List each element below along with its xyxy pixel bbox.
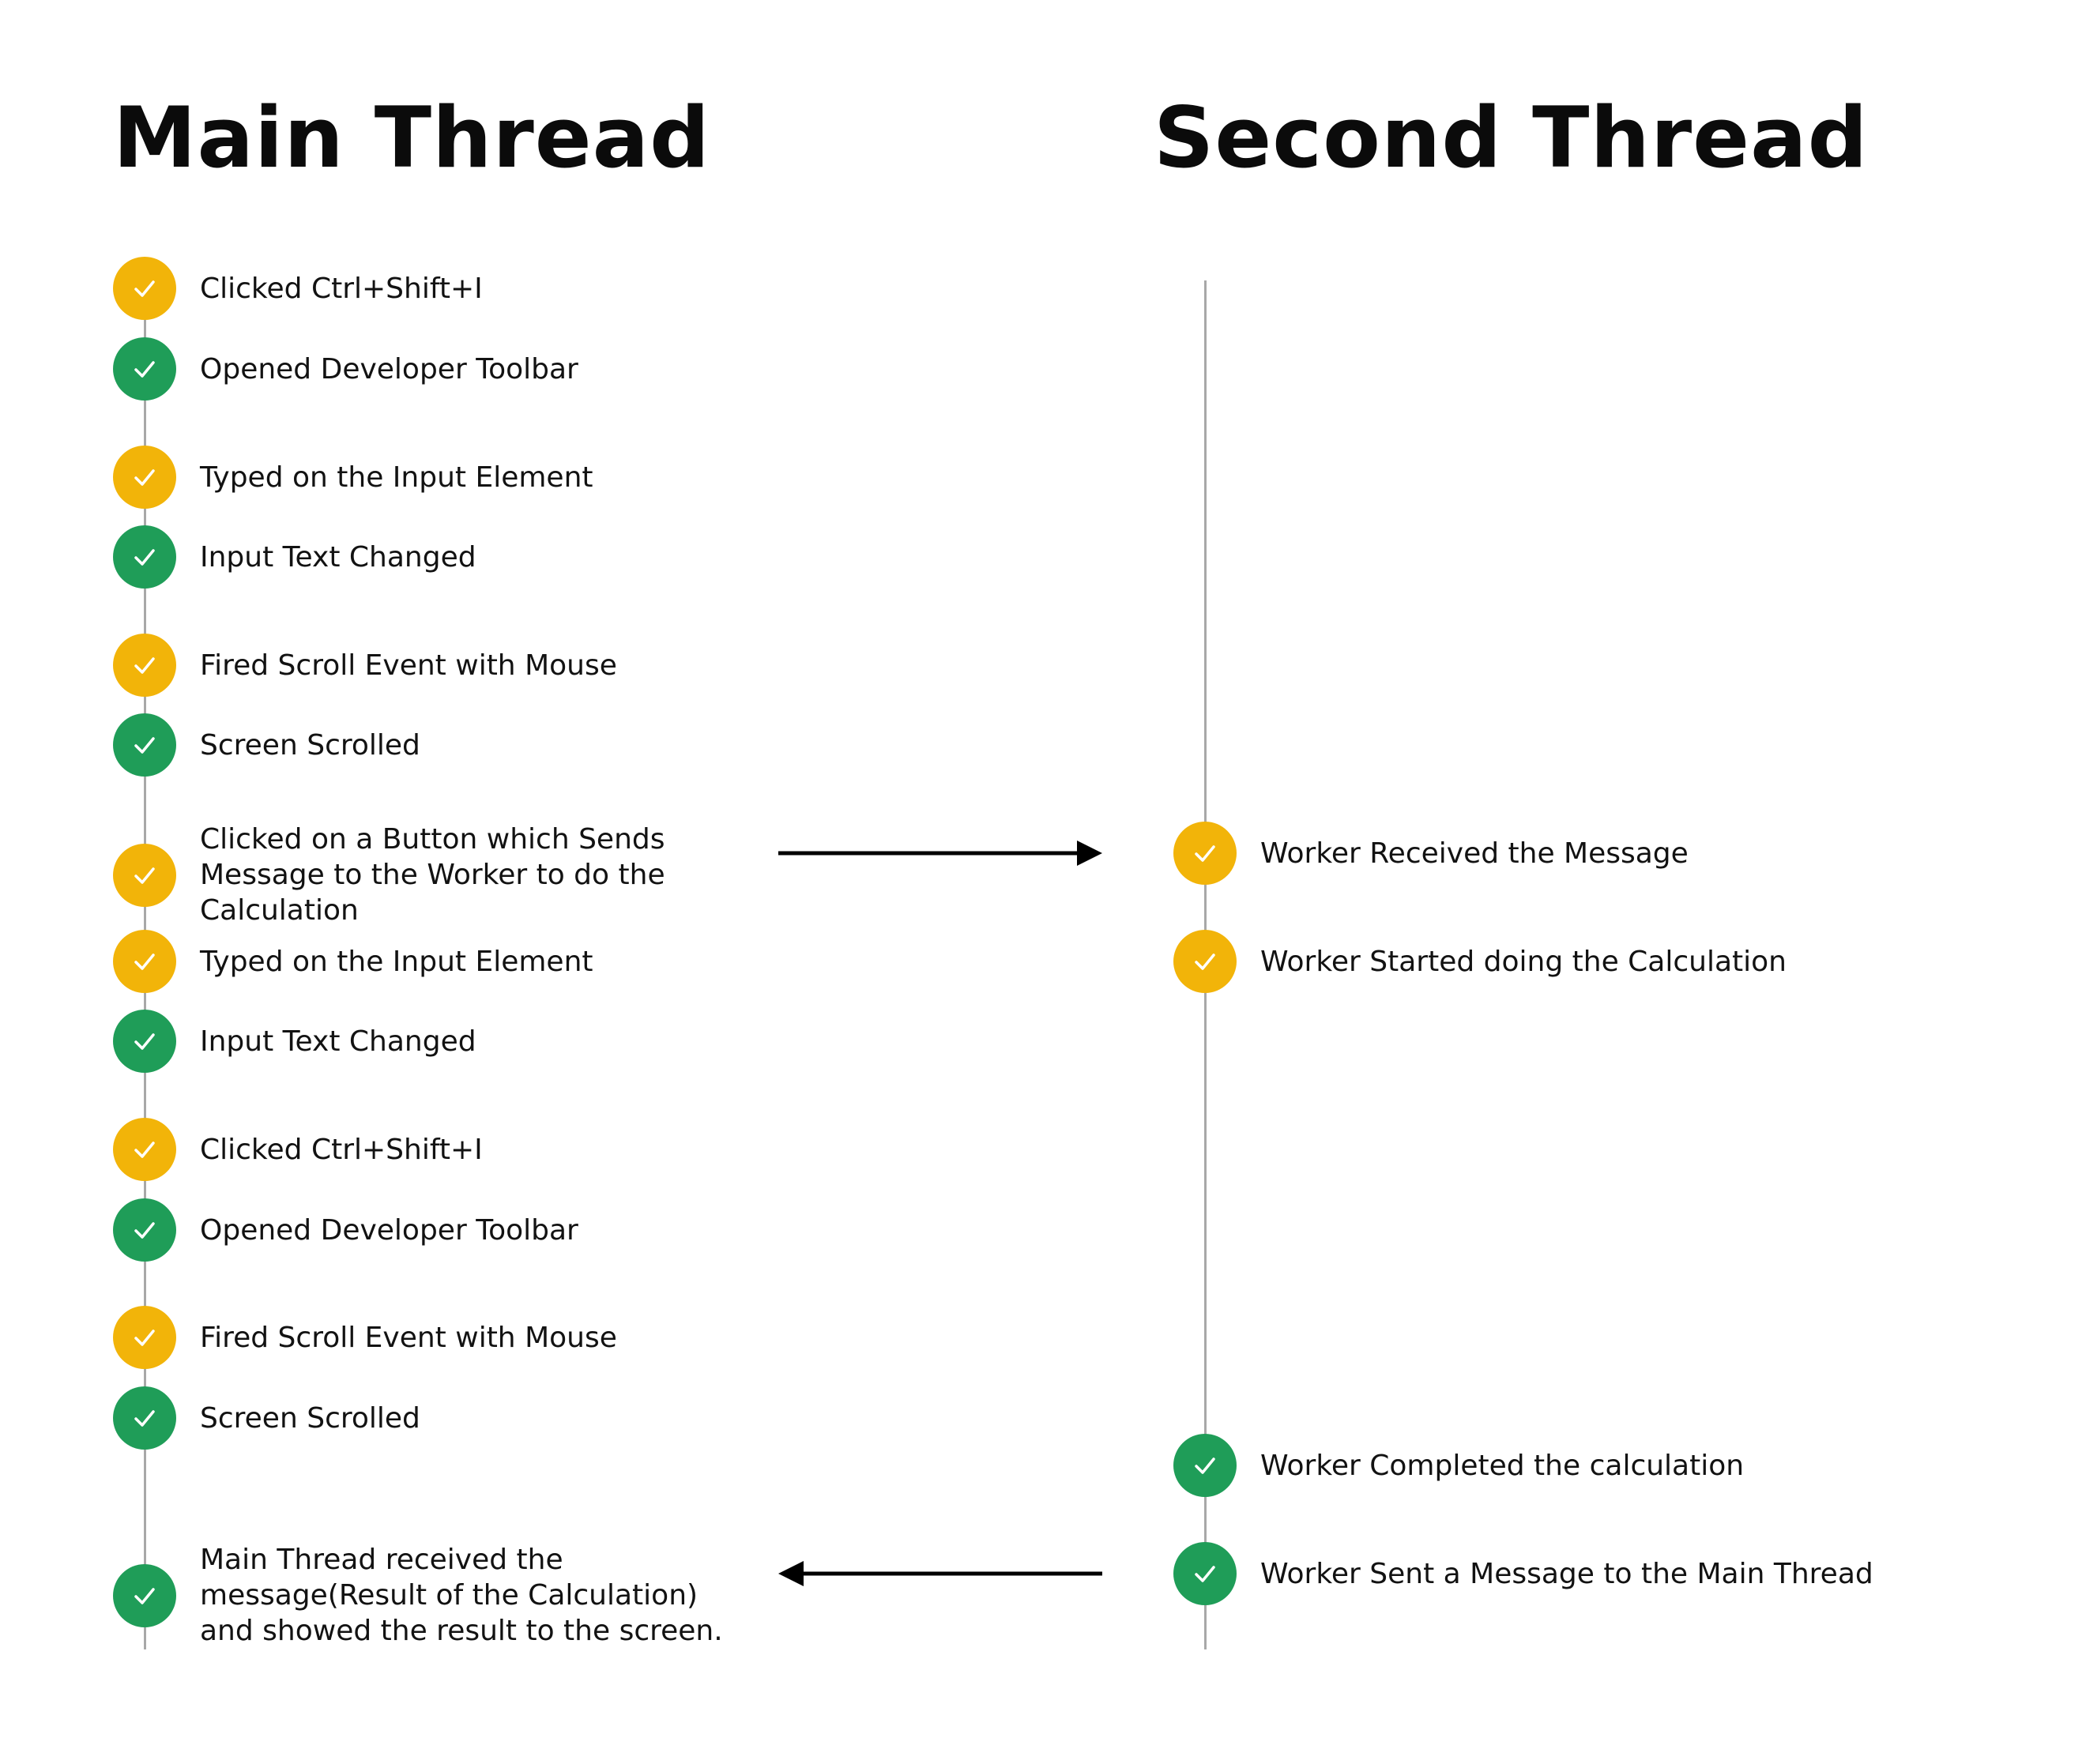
check-icon: [113, 525, 176, 589]
main-event: Screen Scrolled: [113, 1386, 800, 1450]
check-icon: [113, 1386, 176, 1450]
main-event-label: Opened Developer Toolbar: [200, 352, 578, 386]
main-event: Fired Scroll Event with Mouse: [113, 634, 800, 697]
main-event: Screen Scrolled: [113, 713, 800, 777]
main-event: Opened Developer Toolbar: [113, 1198, 800, 1262]
second-event: Worker Completed the calculation: [1173, 1434, 2043, 1497]
main-thread-title: Main Thread: [113, 89, 711, 186]
second-event: Worker Started doing the Calculation: [1173, 930, 2043, 993]
check-icon: [113, 1563, 176, 1627]
main-event: Clicked Ctrl+Shift+I: [113, 1118, 800, 1181]
check-icon: [113, 713, 176, 777]
check-icon: [113, 930, 176, 993]
check-icon: [113, 257, 176, 320]
main-event-label: Opened Developer Toolbar: [200, 1213, 578, 1247]
second-event: Worker Sent a Message to the Main Thread: [1173, 1542, 2043, 1605]
second-event-label: Worker Completed the calculation: [1260, 1449, 1745, 1482]
main-event: Clicked on a Button which Sends Message …: [113, 822, 800, 928]
check-icon: [113, 446, 176, 509]
main-event: Clicked Ctrl+Shift+I: [113, 257, 800, 320]
second-event-label: Worker Sent a Message to the Main Thread: [1260, 1557, 1873, 1590]
second-event-label: Worker Received the Message: [1260, 837, 1689, 870]
main-event-label: Fired Scroll Event with Mouse: [200, 1321, 617, 1354]
check-icon: [113, 1306, 176, 1369]
main-event-label: Typed on the Input Element: [200, 461, 593, 494]
main-event-label: Screen Scrolled: [200, 1401, 420, 1435]
main-event-label: Input Text Changed: [200, 540, 476, 574]
main-event: Input Text Changed: [113, 1010, 800, 1073]
main-event: Main Thread received the message(Result …: [113, 1542, 800, 1649]
main-event-label: Input Text Changed: [200, 1025, 476, 1058]
check-icon: [1173, 1542, 1237, 1605]
main-event-label: Fired Scroll Event with Mouse: [200, 649, 617, 682]
main-event-label: Clicked Ctrl+Shift+I: [200, 1133, 483, 1166]
check-icon: [113, 337, 176, 401]
main-event: Fired Scroll Event with Mouse: [113, 1306, 800, 1369]
check-icon: [1173, 1434, 1237, 1497]
main-event: Typed on the Input Element: [113, 446, 800, 509]
check-icon: [113, 1198, 176, 1262]
main-event-label: Typed on the Input Element: [200, 945, 593, 978]
main-event-label: Clicked on a Button which Sends Message …: [200, 823, 665, 927]
arrow-right-icon: [778, 837, 1102, 869]
check-icon: [113, 1010, 176, 1073]
check-icon: [113, 1118, 176, 1181]
main-event: Opened Developer Toolbar: [113, 337, 800, 401]
check-icon: [1173, 822, 1237, 885]
second-event: Worker Received the Message: [1173, 822, 2043, 885]
arrow-left-icon: [778, 1558, 1102, 1589]
main-event: Input Text Changed: [113, 525, 800, 589]
main-event: Typed on the Input Element: [113, 930, 800, 993]
check-icon: [1173, 930, 1237, 993]
second-thread-title: Second Thread: [1154, 89, 1869, 186]
check-icon: [113, 843, 176, 907]
check-icon: [113, 634, 176, 697]
second-event-label: Worker Started doing the Calculation: [1260, 945, 1787, 978]
main-event-label: Clicked Ctrl+Shift+I: [200, 272, 483, 305]
main-event-label: Screen Scrolled: [200, 728, 420, 762]
main-event-label: Main Thread received the message(Result …: [200, 1544, 723, 1647]
